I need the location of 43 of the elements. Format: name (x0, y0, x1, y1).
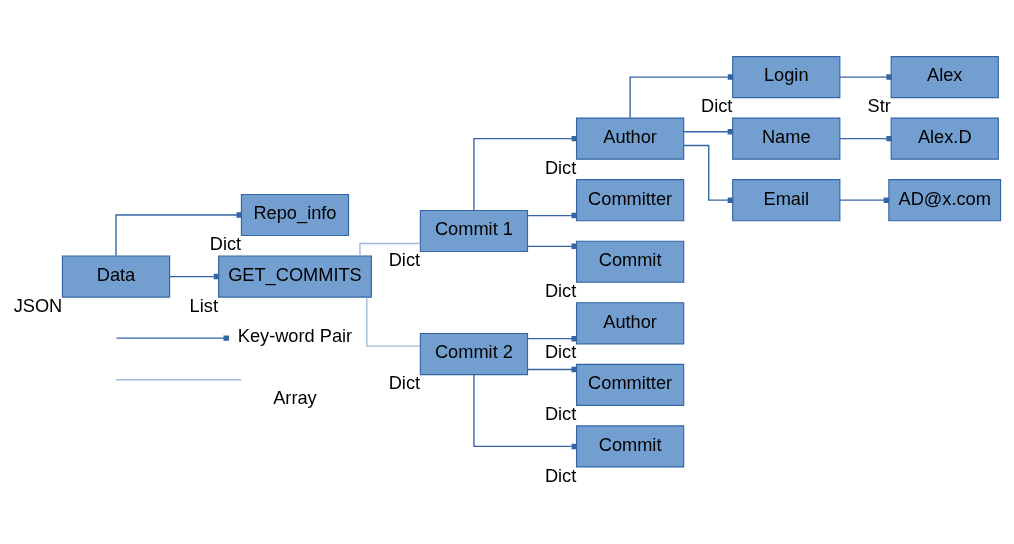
node-box: Commit (575, 240, 685, 283)
connector (629, 74, 734, 119)
legend-label: Key-word Pair (237, 325, 353, 347)
node-label: Dict (544, 402, 577, 424)
legend-label: Array (273, 387, 317, 408)
node-box: Email (732, 179, 841, 222)
connector (683, 144, 734, 203)
connector (527, 212, 577, 219)
connector (839, 197, 890, 203)
connector (839, 135, 892, 142)
node-box: Name (732, 117, 841, 160)
node-label: Dict (388, 249, 421, 271)
node-label: JSON (13, 294, 63, 316)
connector (527, 335, 577, 342)
node-label: Dict (544, 464, 577, 486)
node-box: Committer (575, 363, 685, 406)
node-box: Alex.D (890, 117, 999, 160)
connector (527, 243, 577, 250)
node-box: Data (61, 255, 171, 298)
node-box: Commit 1 (419, 209, 529, 253)
connector (366, 296, 421, 347)
connector (839, 74, 892, 80)
node-label: Dict (209, 233, 242, 255)
node-box: GET_COMMITS (218, 255, 372, 298)
node-box: AD@x.com (888, 179, 1002, 222)
node-label: List (189, 294, 218, 316)
node-label: Dict (388, 372, 421, 394)
node-box: Commit 2 (419, 333, 529, 376)
connector (527, 366, 577, 373)
node-box: Alex (890, 56, 999, 99)
node-box: Commit (575, 425, 685, 468)
node-box: Login (732, 56, 841, 99)
connector (115, 212, 242, 257)
node-box: Author (575, 302, 685, 345)
node-label: Dict (544, 279, 577, 301)
node-label: Dict (544, 341, 577, 363)
node-label: Str (867, 95, 891, 117)
node-label: Dict (544, 156, 577, 178)
node-box: Author (575, 117, 685, 160)
connector (683, 129, 734, 135)
node-box: Committer (575, 179, 685, 222)
node-label: Dict (701, 95, 733, 117)
node-box: Repo_info (240, 193, 350, 237)
